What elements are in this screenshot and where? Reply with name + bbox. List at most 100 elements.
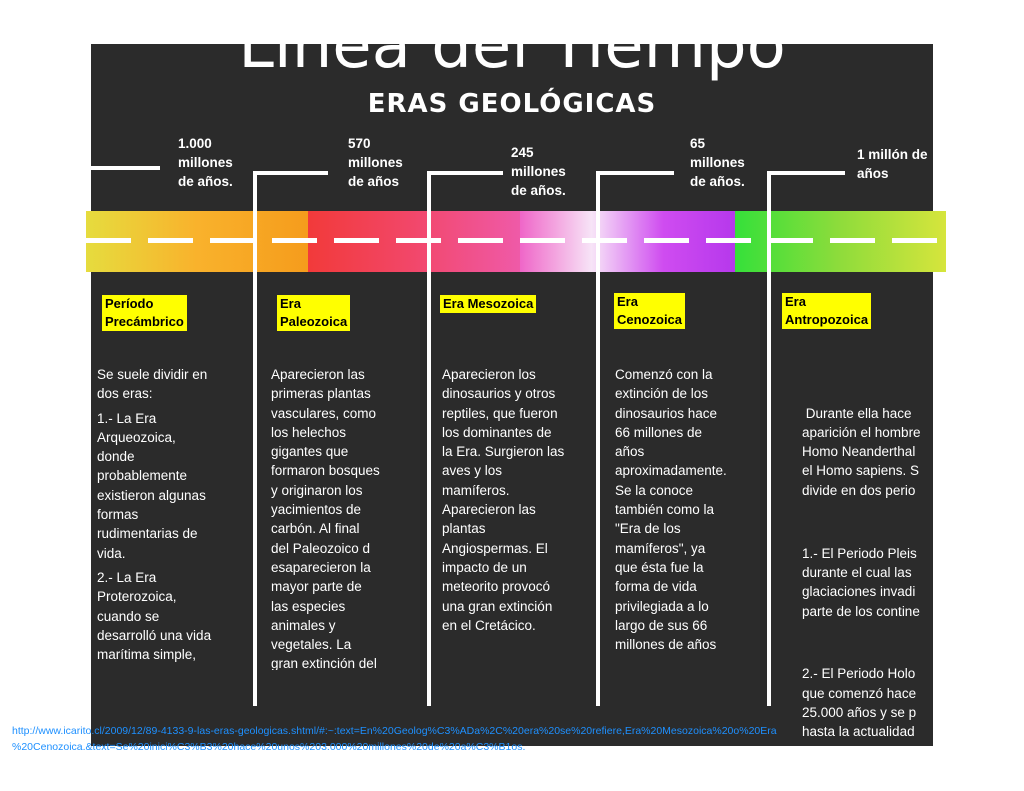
text-line: "Era de los [615, 521, 681, 537]
date-line: 570 [348, 136, 371, 151]
text-line: carbón. Al final [271, 521, 360, 537]
text-line: en el Cretácico. [442, 617, 536, 633]
source-link-line-1[interactable]: http://www.icarito.cl/2009/12/89-4133-9-… [12, 725, 777, 737]
text-line: mamíferos", ya [615, 540, 706, 556]
page-title: Línea del Tiempo [238, 44, 786, 83]
text-line: las especies [271, 598, 346, 614]
source-link-line-2[interactable]: %20Cenozoica.&text=Se%20inici%C3%B3%20ha… [12, 741, 526, 753]
text-line: que comenzó hace [802, 685, 917, 701]
paragraph: 1.- La Era Arqueozoica, donde probableme… [97, 409, 247, 563]
date-connector [253, 171, 328, 175]
era-body-cenozoica: Comenzó con la extinción de los dinosaur… [615, 365, 765, 659]
era-body-paleozoica: Aparecieron las primeras plantas vascula… [271, 365, 423, 670]
text-line: Se suele dividir en [97, 367, 208, 382]
text-line: durante el cual las [802, 564, 912, 580]
page-subtitle: ERAS GEOLÓGICAS [367, 89, 657, 119]
text-line: esaparecieron la [271, 559, 371, 575]
text-line: aves y los [442, 463, 503, 479]
text-line: Aparecieron las [442, 502, 536, 518]
text-line: impacto de un [442, 559, 527, 575]
text-line: divide en dos perio [802, 482, 916, 498]
date-line: 1 millón de [857, 147, 928, 162]
text-line: largo de sus 66 [615, 617, 708, 633]
text-line: forma de vida [615, 579, 697, 595]
text-line: primeras plantas [271, 386, 371, 402]
date-line: de años. [178, 174, 233, 189]
text-line: plantas [442, 521, 486, 537]
text-line: que ésta fue la [615, 559, 704, 575]
date-connector [596, 171, 674, 175]
text-line: marítima simple, [97, 647, 197, 663]
era-body-antropozoica: Durante ella hace aparición el hombre Ho… [802, 365, 933, 766]
era-divider [427, 171, 431, 706]
date-line: años [857, 166, 889, 181]
paragraph: Comenzó con la extinción de los dinosaur… [615, 365, 765, 654]
text-line: parte de los contine [802, 603, 920, 619]
text-line: años [615, 444, 645, 460]
era-body-precambrico: Se suele dividir en dos eras: 1.- La Era… [97, 365, 247, 667]
paragraph: 2.- El Periodo Holo que comenzó hace 25.… [802, 664, 933, 741]
text-line: Aparecieron los [442, 367, 536, 382]
text-line: dinosaurios y otros [442, 386, 556, 402]
text-line: aproximadamente. [615, 463, 727, 479]
era-title-precambrico: Período Precámbrico [102, 295, 187, 331]
text-line: Arqueozoica, [97, 429, 176, 445]
era-title-line: Era Mesozoica [443, 296, 534, 311]
text-line: mamíferos. [442, 482, 510, 498]
text-line: existieron algunas [97, 487, 206, 503]
text-line: meteorito provocó [442, 579, 551, 595]
text-line: también como la [615, 502, 715, 518]
text-line: Se la conoce [615, 482, 694, 498]
date-line: de años. [690, 174, 745, 189]
era-divider [767, 171, 771, 706]
text-line: Durante ella hace [802, 405, 912, 421]
text-line: una gran extinción [442, 598, 553, 614]
era-title-line: Precámbrico [105, 314, 184, 329]
text-line: aparición el hombre [802, 424, 921, 440]
date-line: 65 [690, 136, 706, 151]
text-line: probablemente [97, 666, 187, 667]
text-line: la Era. Surgieron las [442, 444, 565, 460]
text-line: rudimentarias de [97, 526, 198, 542]
era-title-line: Antropozoica [785, 312, 869, 327]
date-label-precambrico: 1.000 millones de años. [178, 134, 233, 191]
paragraph: Aparecieron las primeras plantas vascula… [271, 365, 423, 670]
era-title-mesozoica: Era Mesozoica [440, 295, 537, 313]
text-line: 2.- El Periodo Holo [802, 666, 916, 682]
date-connector [767, 171, 845, 175]
text-line: dinosaurios hace [615, 405, 718, 421]
text-line: Proterozoica, [97, 589, 177, 605]
text-line: vegetales. La [271, 637, 352, 653]
date-line: millones [348, 155, 403, 170]
text-line: Aparecieron las [271, 367, 365, 382]
text-line: y originaron los [271, 482, 363, 498]
era-title-line: Era [785, 294, 806, 309]
era-title-line: Período [105, 296, 154, 311]
text-line: vida. [97, 545, 126, 561]
text-line: 2.- La Era [97, 569, 157, 585]
band-dashes [86, 238, 946, 243]
era-divider [253, 171, 257, 706]
date-line: de años [348, 174, 400, 189]
paragraph: Durante ella hace aparición el hombre Ho… [802, 404, 933, 500]
date-label-cenozoica: 65 millones de años. [690, 134, 745, 191]
text-line: Angiospermas. El [442, 540, 548, 556]
paragraph: 1.- El Periodo Pleis durante el cual las… [802, 544, 933, 621]
text-line: hasta la actualidad [802, 724, 915, 740]
text-line: mayor parte de [271, 579, 362, 595]
text-line: cuando se [97, 608, 160, 624]
paragraph: Se suele dividir en dos eras: [97, 365, 247, 404]
text-line: donde [97, 449, 135, 465]
era-title-antropozoica: Era Antropozoica [782, 293, 872, 329]
era-title-paleozoica: Era Paleozoica [277, 295, 351, 331]
date-line: 245 [511, 145, 534, 160]
text-line: los helechos [271, 424, 347, 440]
era-divider [596, 171, 600, 706]
text-line: formas [97, 507, 139, 523]
text-line: vasculares, como [271, 405, 377, 421]
paragraph: Aparecieron los dinosaurios y otros rept… [442, 365, 594, 635]
text-line: probablemente [97, 468, 188, 484]
paragraph: 2.- La Era Proterozoica, cuando se desar… [97, 568, 247, 667]
era-title-line: Era [280, 296, 301, 311]
text-line: desarrolló una vida [97, 627, 212, 643]
